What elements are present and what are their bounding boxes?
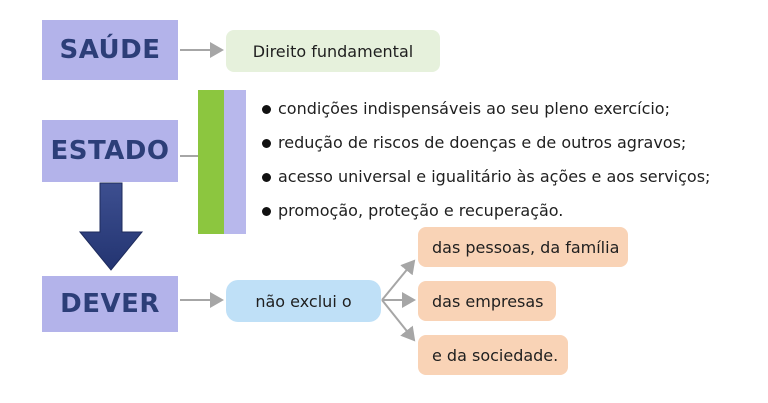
keyword-dever: DEVER xyxy=(42,276,178,332)
bullet-dot-icon xyxy=(262,206,271,216)
estado-lavender-bar xyxy=(224,90,246,234)
keyword-estado: ESTADO xyxy=(42,120,178,182)
bullet-text: redução de riscos de doenças e de outros… xyxy=(278,133,687,152)
direito-fundamental-box: Direito fundamental xyxy=(226,30,440,72)
bullet-text: acesso universal e igualitário às ações … xyxy=(278,167,711,186)
bullet-dot-icon xyxy=(262,138,271,148)
target-box-pessoas: das pessoas, da família xyxy=(418,227,628,267)
bullet-item: redução de riscos de doenças e de outros… xyxy=(262,126,762,160)
nao-exclui-box: não exclui o xyxy=(226,280,381,322)
target-box-empresas: das empresas xyxy=(418,281,556,321)
bullet-item: acesso universal e igualitário às ações … xyxy=(262,160,762,194)
bullet-item: promoção, proteção e recuperação. xyxy=(262,194,762,228)
bullet-text: condições indispensáveis ao seu pleno ex… xyxy=(278,99,670,118)
estado-bullet-list: condições indispensáveis ao seu pleno ex… xyxy=(262,92,762,228)
bullet-dot-icon xyxy=(262,104,271,114)
target-box-sociedade: e da sociedade. xyxy=(418,335,568,375)
big-down-arrow xyxy=(78,182,144,271)
branch-arrow-top xyxy=(381,259,416,301)
estado-green-bar xyxy=(198,90,224,234)
bullet-dot-icon xyxy=(262,172,271,182)
keyword-saude: SAÚDE xyxy=(42,20,178,80)
bullet-text: promoção, proteção e recuperação. xyxy=(278,201,564,220)
branch-arrow-bottom xyxy=(381,299,416,342)
bullet-item: condições indispensáveis ao seu pleno ex… xyxy=(262,92,762,126)
